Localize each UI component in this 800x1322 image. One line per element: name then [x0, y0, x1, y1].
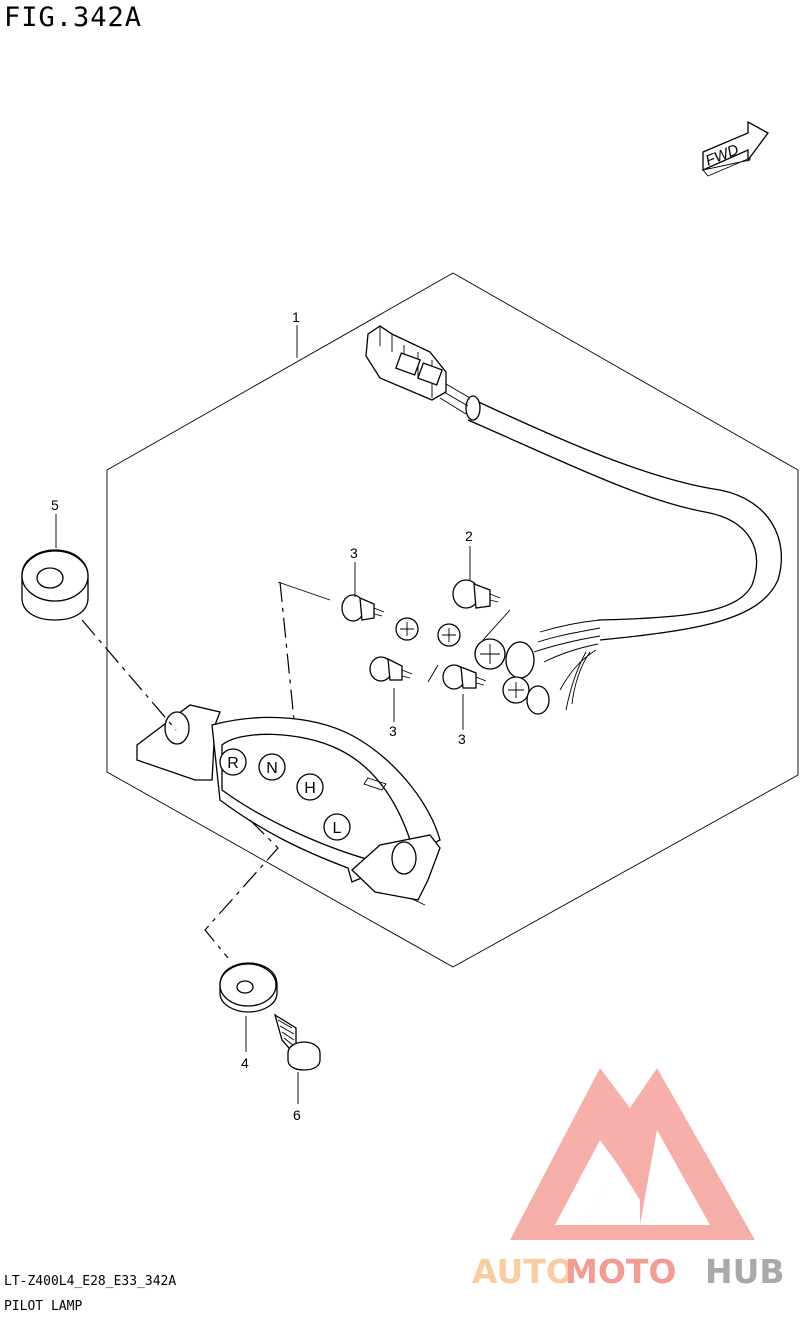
screw: [273, 1013, 321, 1071]
indicator-r: R: [219, 748, 247, 776]
bulb: [369, 656, 413, 682]
assembly-outline: [106, 272, 799, 968]
fwd-label: FWD: [703, 141, 741, 170]
svg-text:H: H: [304, 780, 316, 797]
grommet: [21, 549, 89, 621]
svg-text:R: R: [227, 755, 239, 772]
svg-text:N: N: [266, 760, 278, 777]
bulb: [341, 594, 385, 622]
bulb: [452, 579, 501, 609]
callout-3: 3: [458, 731, 466, 747]
watermark-text-hub: HUB: [705, 1252, 785, 1291]
fwd-arrow-icon: FWD: [702, 120, 769, 177]
callout-3: 3: [350, 545, 358, 561]
svg-text:L: L: [333, 820, 342, 837]
washer: [219, 962, 278, 1013]
callout-6: 6: [293, 1107, 301, 1123]
wiring-harness: [365, 325, 782, 711]
watermark-text-auto: AUTO: [472, 1252, 574, 1291]
callout-3: 3: [389, 723, 397, 739]
watermark-text-moto: MOTO: [565, 1252, 676, 1291]
bulb: [442, 664, 487, 690]
callout-1: 1: [292, 309, 300, 325]
indicator-h: H: [296, 773, 324, 801]
callout-2: 2: [465, 528, 473, 544]
callout-5: 5: [51, 497, 59, 513]
indicator-n: N: [258, 753, 286, 781]
watermark-logo: AUTO MOTO HUB: [472, 1068, 785, 1291]
indicator-l: L: [323, 813, 351, 841]
figure-code: LT-Z400L4_E28_E33_342A: [4, 1274, 177, 1289]
callout-4: 4: [241, 1055, 249, 1071]
figure-title: FIG.342A: [4, 2, 143, 33]
figure-caption: PILOT LAMP: [4, 1299, 83, 1314]
bulb-socket: [395, 617, 550, 715]
